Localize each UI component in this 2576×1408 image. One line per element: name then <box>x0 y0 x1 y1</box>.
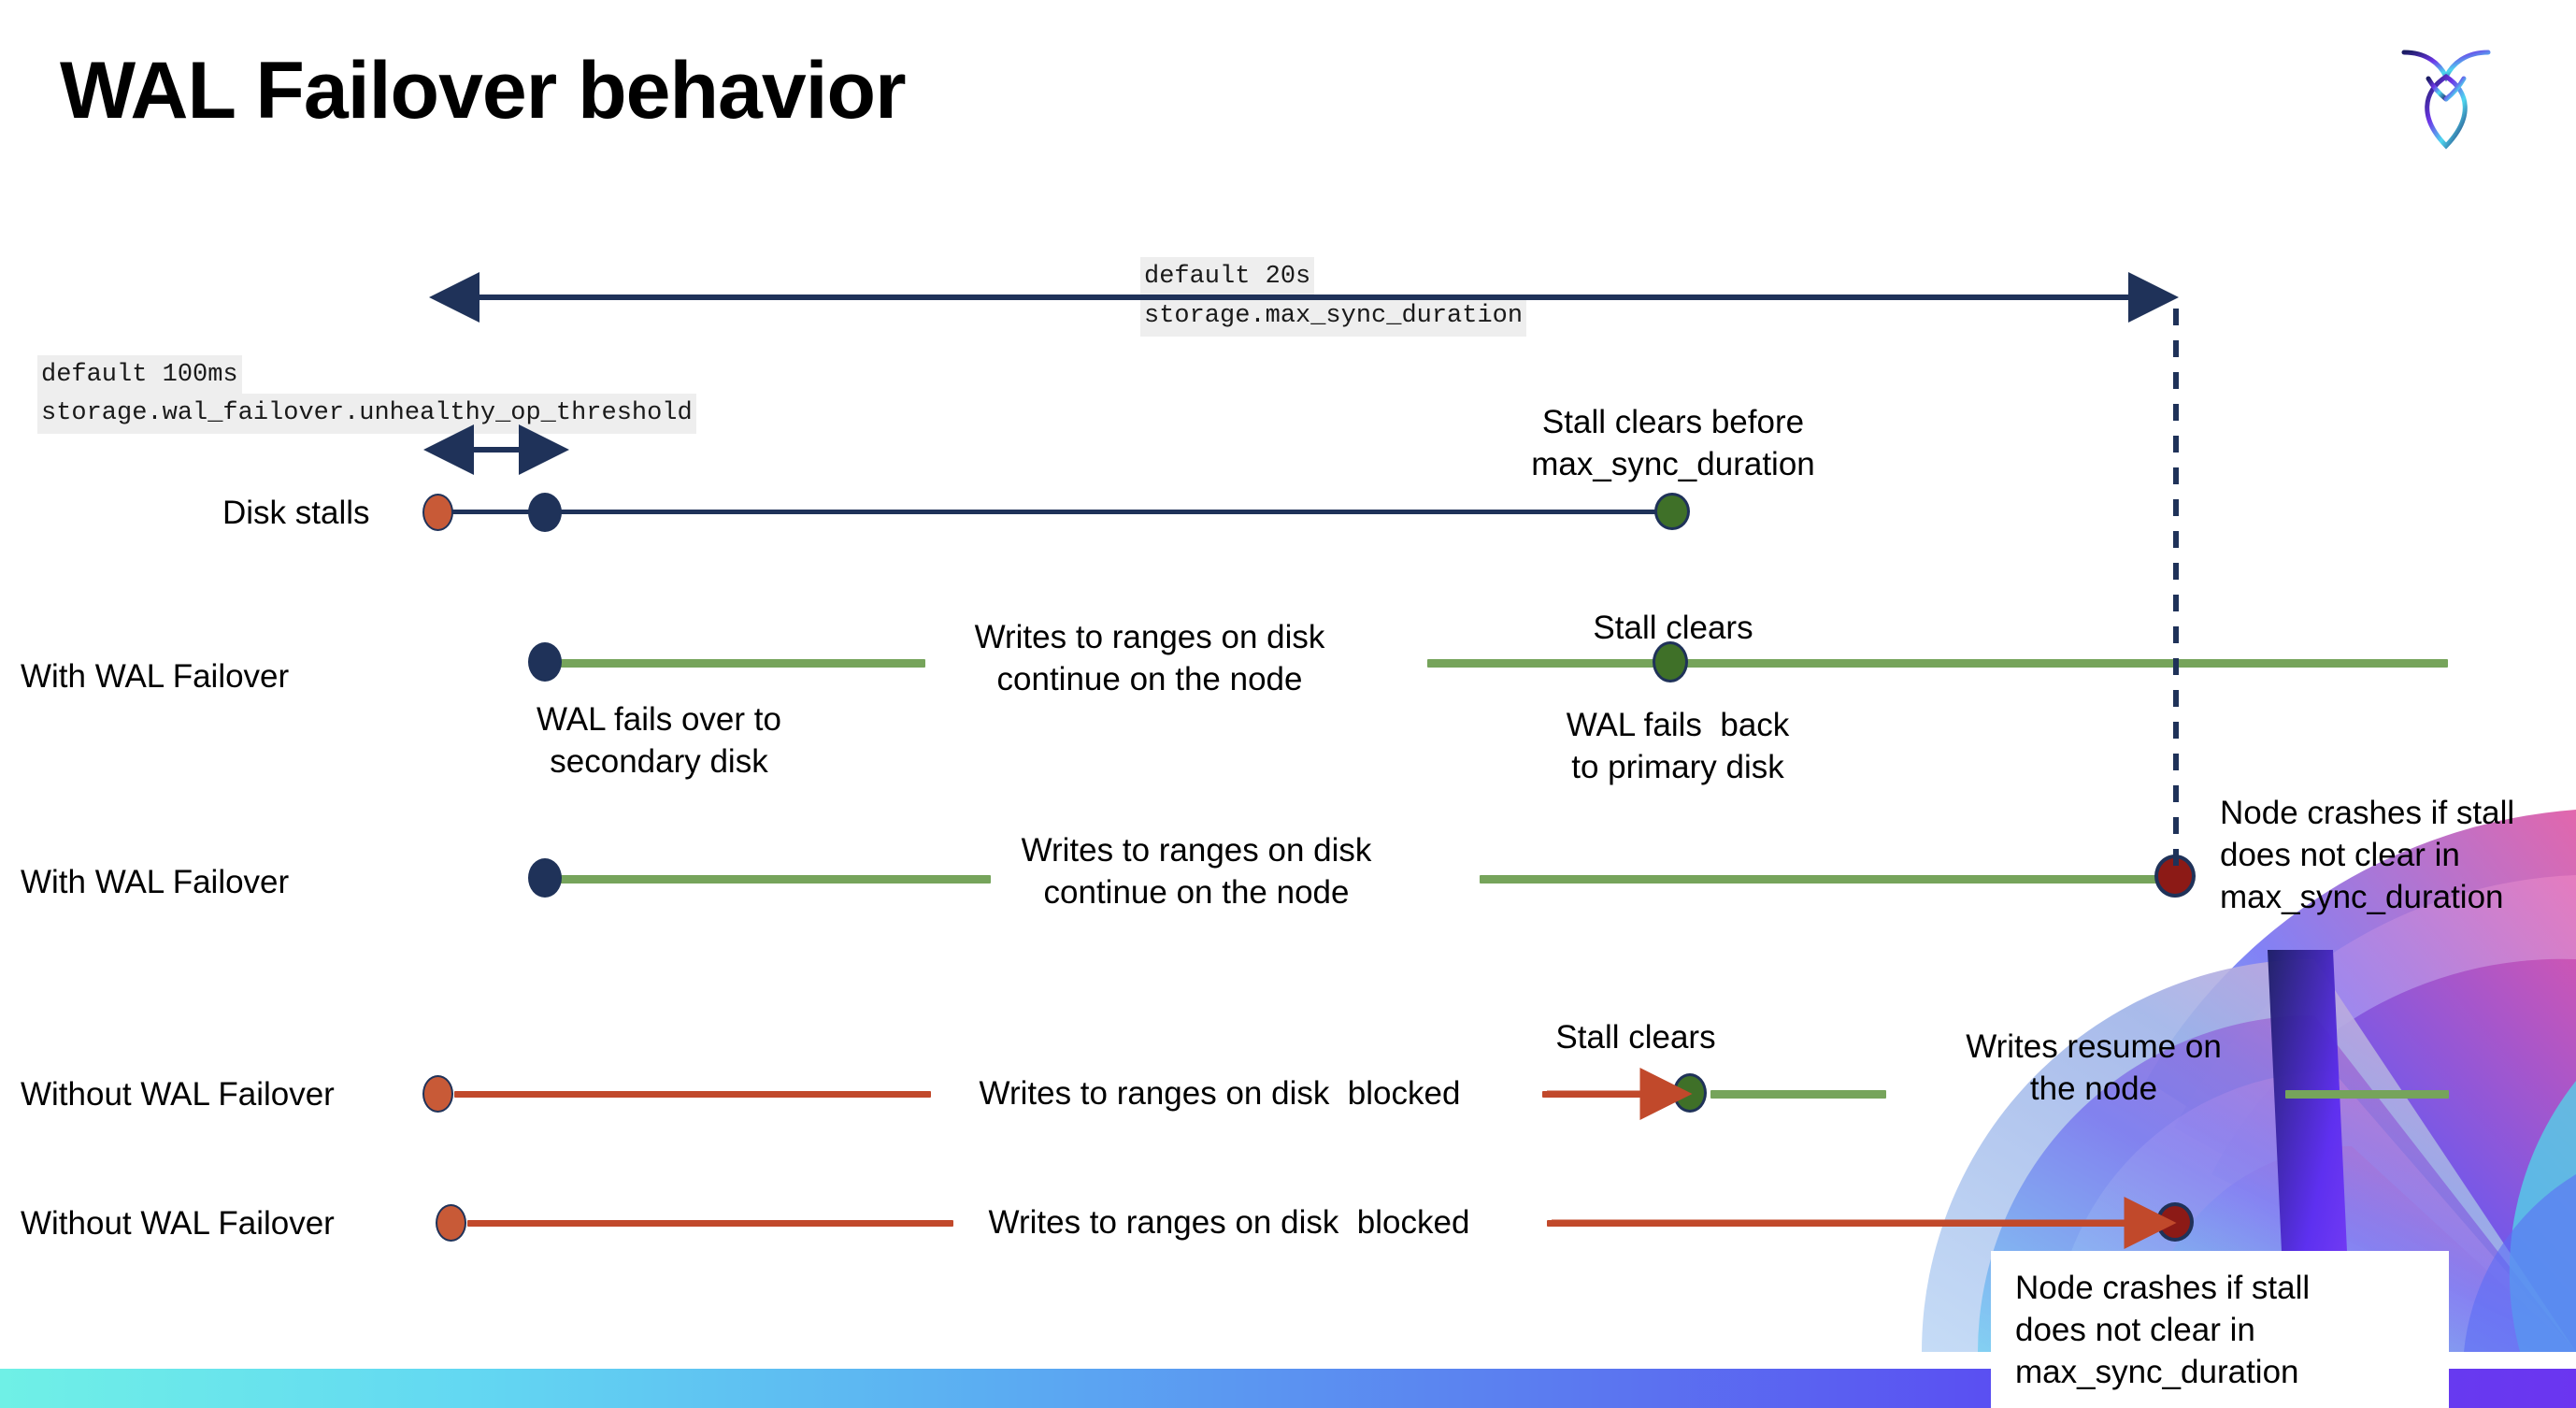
note-wal-fails-back: WAL fails back to primary disk <box>1566 707 1790 785</box>
note-wal-fails-over: WAL fails over to secondary disk <box>537 701 781 780</box>
disk-stalls-failover-dot <box>528 493 562 532</box>
wal-failover-1-seg-b <box>1427 659 2448 668</box>
no-failover-1-seg-c <box>1710 1090 1886 1099</box>
note-stall-clears-1: Stall clears <box>1593 610 1753 646</box>
wal-failover-2-start-dot <box>528 858 562 898</box>
wal-failover-2-seg-b <box>1480 875 2176 884</box>
no-failover-2-seg-a <box>467 1220 953 1227</box>
row-label-with-wal-failover-2: With WAL Failover <box>21 864 290 900</box>
disk-stalls-start-dot <box>422 494 453 531</box>
note-writes-blocked-2: Writes to ranges on disk blocked <box>988 1204 1470 1241</box>
note-stall-clears-2: Stall clears <box>1555 1019 1716 1056</box>
row-label-disk-stalls: Disk stalls <box>222 495 370 531</box>
max-sync-setting-chip: storage.max_sync_duration <box>1140 296 1527 337</box>
no-failover-2-start-dot <box>436 1204 466 1242</box>
no-failover-2-seg-b <box>1547 1220 2154 1227</box>
wal-failover-2-seg-a <box>559 875 991 884</box>
no-failover-1-start-dot <box>422 1075 453 1113</box>
note-node-crashes-2: Node crashes if stall does not clear in … <box>2015 1270 2311 1390</box>
note-writes-continue-2: Writes to ranges on disk continue on the… <box>1021 832 1372 911</box>
note-writes-blocked-1: Writes to ranges on disk blocked <box>979 1075 1461 1112</box>
note-writes-continue-1: Writes to ranges on disk continue on the… <box>974 619 1325 697</box>
page-title: WAL Failover behavior <box>60 46 907 136</box>
wal-failover-1-clear-dot <box>1653 641 1688 682</box>
wal-failover-2-crash-dot <box>2154 855 2196 898</box>
no-failover-1-seg-a <box>454 1091 931 1098</box>
node-crash-callout-box: Node crashes if stall does not clear in … <box>1991 1251 2449 1408</box>
wal-failover-1-seg-a <box>559 659 925 668</box>
note-writes-resume: Writes resume on the node <box>1966 1028 2222 1107</box>
note-node-crashes-1: Node crashes if stall does not clear in … <box>2220 795 2515 915</box>
no-failover-1-seg-d <box>2285 1090 2449 1099</box>
note-stall-clears-before-max: Stall clears before max_sync_duration <box>1531 404 1815 482</box>
cockroachdb-logo <box>2395 34 2497 155</box>
disk-stalls-clear-dot <box>1654 493 1690 530</box>
row-label-without-wal-failover-2: Without WAL Failover <box>21 1205 335 1242</box>
wal-failover-1-start-dot <box>528 642 562 682</box>
no-failover-1-seg-b <box>1542 1091 1673 1098</box>
no-failover-1-clear-dot <box>1673 1073 1707 1113</box>
unhealthy-threshold-setting-chip: storage.wal_failover.unhealthy_op_thresh… <box>37 394 696 434</box>
row-label-without-wal-failover-1: Without WAL Failover <box>21 1076 335 1113</box>
no-failover-2-crash-dot <box>2156 1202 2194 1242</box>
unhealthy-threshold-default-chip: default 100ms <box>37 355 242 395</box>
max-sync-default-chip: default 20s <box>1140 257 1315 297</box>
row-label-with-wal-failover-1: With WAL Failover <box>21 658 290 695</box>
disk-stalls-timeline <box>445 510 1679 514</box>
